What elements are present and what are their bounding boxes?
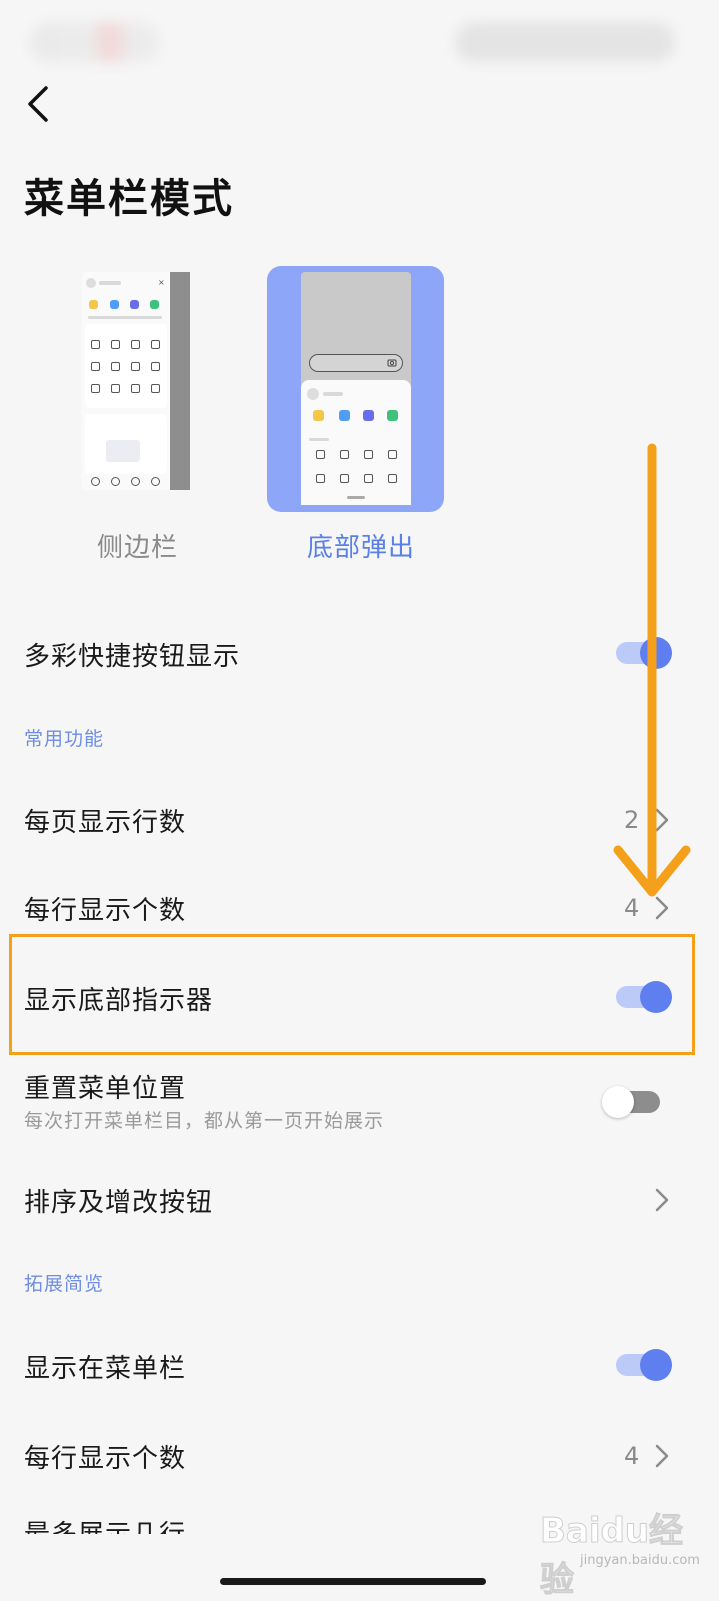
setting-reset-menu-label: 重置菜单位置 bbox=[24, 1074, 187, 1104]
preview-search-bar bbox=[309, 354, 403, 372]
setting-rows-per-page[interactable]: 每页显示行数 2 bbox=[0, 786, 719, 852]
setting-reset-menu[interactable]: 重置菜单位置 每次打开菜单栏目，都从第一页开始展示 bbox=[0, 1064, 719, 1144]
setting-items-per-row-2-label: 每行显示个数 bbox=[24, 1444, 187, 1474]
setting-max-rows-label: 最多展示几行 bbox=[24, 1514, 224, 1534]
section-common-title: 常用功能 bbox=[24, 728, 105, 750]
mode-option-bottom-popup[interactable] bbox=[267, 266, 444, 512]
setting-sort-buttons-label: 排序及增改按钮 bbox=[24, 1188, 214, 1218]
setting-show-in-menu-label: 显示在菜单栏 bbox=[24, 1354, 187, 1384]
setting-sort-buttons[interactable]: 排序及增改按钮 bbox=[0, 1166, 719, 1232]
bottom-indicator-toggle[interactable] bbox=[616, 981, 674, 1013]
setting-bottom-indicator[interactable]: 显示底部指示器 bbox=[0, 964, 719, 1030]
chevron-right-icon bbox=[655, 1188, 669, 1212]
sidebar-preview-page bbox=[170, 272, 190, 490]
status-bar bbox=[0, 0, 719, 72]
status-left-blurred bbox=[30, 22, 160, 62]
setting-items-per-row-label: 每行显示个数 bbox=[24, 896, 187, 926]
sidebar-preview-panel: × bbox=[82, 272, 170, 490]
mode-sidebar-label: 侧边栏 bbox=[97, 533, 179, 563]
annotation-arrow-down bbox=[613, 443, 691, 897]
setting-bottom-indicator-label: 显示底部指示器 bbox=[24, 986, 214, 1016]
chevron-right-icon bbox=[655, 896, 669, 920]
setting-items-per-row-2[interactable]: 每行显示个数 4 bbox=[0, 1422, 719, 1488]
chevron-left-icon bbox=[28, 86, 48, 122]
chevron-right-icon bbox=[655, 1444, 669, 1468]
chevron-right-icon bbox=[655, 808, 669, 832]
home-indicator[interactable] bbox=[220, 1578, 486, 1585]
watermark-main: Baidu经验 bbox=[540, 1511, 684, 1601]
page-title: 菜单栏模式 bbox=[24, 176, 234, 222]
section-expand-title: 拓展简览 bbox=[24, 1273, 105, 1295]
highlight-box bbox=[9, 934, 695, 1055]
show-in-menu-toggle[interactable] bbox=[616, 1349, 674, 1381]
setting-items-per-row[interactable]: 每行显示个数 4 bbox=[0, 874, 719, 940]
items-per-row-2-value: 4 bbox=[624, 1442, 640, 1470]
setting-reset-menu-desc: 每次打开菜单栏目，都从第一页开始展示 bbox=[24, 1110, 385, 1132]
setting-show-in-menu[interactable]: 显示在菜单栏 bbox=[0, 1332, 719, 1398]
bottom-popup-preview-phone bbox=[301, 272, 411, 505]
reset-menu-toggle[interactable] bbox=[602, 1086, 660, 1118]
baidu-watermark: Baidu经验 jingyan.baidu.com bbox=[540, 1495, 715, 1601]
items-per-row-value: 4 bbox=[624, 894, 640, 922]
mode-bottom-popup-label: 底部弹出 bbox=[307, 533, 416, 563]
rows-per-page-value: 2 bbox=[624, 806, 640, 834]
mode-option-sidebar[interactable]: × bbox=[82, 272, 190, 510]
status-right-blurred bbox=[455, 22, 675, 62]
setting-rows-per-page-label: 每页显示行数 bbox=[24, 808, 187, 838]
watermark-sub: jingyan.baidu.com bbox=[580, 1553, 700, 1568]
preview-bottom-sheet bbox=[301, 380, 411, 505]
setting-max-rows-cutoff[interactable]: 最多展示几行 bbox=[24, 1510, 224, 1534]
back-button[interactable] bbox=[20, 82, 60, 126]
setting-colorful-buttons-label: 多彩快捷按钮显示 bbox=[24, 642, 241, 672]
